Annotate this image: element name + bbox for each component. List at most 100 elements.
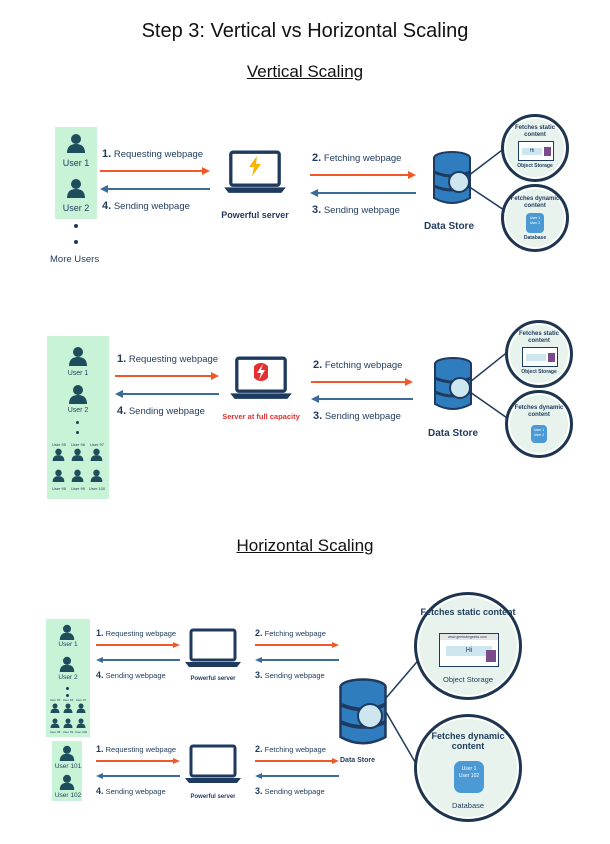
circle-title: Fetches static content (420, 607, 516, 617)
user-label: User 2 (58, 674, 78, 681)
arrow-label-sending: 3. Sending webpage (255, 786, 325, 796)
image-thumb (548, 353, 555, 362)
arrow-left-blue (115, 390, 219, 398)
arrow-label-requesting: 1. Requesting webpage (96, 744, 176, 754)
user-icon (76, 718, 86, 728)
server-label: Powerful server (190, 676, 236, 682)
circle-caption: Object Storage (521, 369, 557, 375)
user-label: User 98 (51, 486, 66, 491)
static-content-circle: Fetches static content www.geeksforgeeks… (414, 592, 522, 700)
user-icon (50, 718, 60, 728)
arrow-right-orange (310, 171, 416, 179)
db-row: User 2 (529, 221, 541, 225)
ellipsis-dot (74, 224, 78, 228)
laptop-icon (183, 628, 243, 668)
arrow-label-fetching: 2. Fetching webpage (312, 152, 401, 164)
db-row: User 2 (533, 433, 545, 437)
page-title: Step 3: Vertical vs Horizontal Scaling (141, 20, 469, 42)
user-label: User 97 (75, 698, 87, 702)
step-number: 4. (102, 200, 112, 212)
arrow-label-sending: 4. Sending webpage (96, 670, 166, 680)
arrow-right-orange (115, 372, 219, 380)
user-label: User 98 (49, 730, 61, 734)
arrow-text: Sending webpage (323, 205, 400, 216)
arrow-right-orange (255, 758, 339, 764)
arrow-right-orange (311, 378, 413, 386)
user-icon (76, 703, 86, 713)
data-store-label: Data Store (424, 221, 475, 232)
step-number: 2. (312, 152, 322, 164)
user-icon (90, 469, 103, 482)
user-icon (66, 178, 86, 198)
dynamic-content-circle: Fetches dynamic content User 1 User 2 (505, 390, 573, 458)
user-icon (71, 448, 84, 461)
dynamic-content-circle: Fetches dynamic content User 1 User 2 Da… (501, 184, 569, 252)
webpage-thumbnail (522, 347, 558, 367)
step-number: 1. (96, 744, 104, 754)
pie-icon (357, 703, 383, 729)
arrow-label-fetching: 2. Fetching webpage (313, 359, 402, 371)
user-label: User 95 (49, 698, 61, 702)
content-block (526, 354, 546, 361)
server-label: Powerful server (190, 794, 236, 800)
arrow-text: Fetching webpage (323, 153, 402, 164)
lightning-icon (254, 363, 268, 381)
arrow-text: Sending webpage (264, 787, 325, 796)
vertical-scaling-heading: Vertical Scaling (246, 62, 364, 81)
circle-title: Fetches dynamic content (514, 405, 564, 418)
user-label: User 99 (70, 486, 85, 491)
arrow-text: Requesting webpage (105, 745, 177, 754)
step-number: 4. (117, 405, 127, 417)
step-number: 3. (255, 786, 263, 796)
user-icon (50, 703, 60, 713)
arrow-label-sending: 4. Sending webpage (102, 200, 190, 212)
arrow-label-fetching: 2. Fetching webpage (255, 628, 326, 638)
url-bar: www.geeksforgeeks.com (440, 634, 498, 640)
user-label: User 97 (89, 442, 104, 447)
arrow-text: Requesting webpage (128, 354, 219, 365)
pie-icon (449, 377, 471, 399)
user-icon (59, 624, 75, 640)
arrow-label-sending: 4. Sending webpage (96, 786, 166, 796)
user-label: User 2 (62, 203, 90, 213)
arrow-text: Requesting webpage (113, 149, 204, 160)
step-number: 4. (96, 786, 104, 796)
db-row: User 1 (529, 216, 541, 220)
user-icon (63, 703, 73, 713)
arrow-text: Fetching webpage (324, 360, 403, 371)
ellipsis-dot (66, 687, 69, 690)
circle-caption: Database (451, 801, 485, 810)
dynamic-content-circle: Fetches dynamic content User 1 User 102 … (414, 714, 522, 822)
arrow-right-orange (100, 167, 210, 175)
user-label: User 100 (88, 486, 106, 491)
static-content-circle: Fetches static content Hi Object Storage (501, 114, 569, 182)
user-label: User 95 (51, 442, 66, 447)
arrow-text: Sending webpage (324, 411, 401, 422)
arrow-label-sending: 3. Sending webpage (312, 204, 400, 216)
user-label: User 102 (54, 792, 82, 799)
arrow-text: Requesting webpage (105, 629, 177, 638)
user-icon (68, 384, 88, 404)
more-users-label: More Users (50, 254, 100, 265)
user-icon (68, 346, 88, 366)
webpage-thumbnail: www.geeksforgeeks.com Hi (439, 633, 499, 667)
step-number: 2. (255, 744, 263, 754)
user-icon (52, 448, 65, 461)
static-content-circle: Fetches static content Object Storage (505, 320, 573, 388)
arrow-left-blue (255, 657, 339, 663)
circle-caption: Object Storage (442, 675, 494, 684)
user-label: User 96 (70, 442, 85, 447)
user-label: User 100 (74, 730, 88, 734)
user-icon (52, 469, 65, 482)
arrow-label-sending: 3. Sending webpage (255, 670, 325, 680)
circle-title: Fetches dynamic content (431, 731, 505, 751)
arrow-left-blue (96, 773, 180, 779)
ellipsis-dot (66, 694, 69, 697)
user-label: User 1 (58, 641, 78, 648)
data-store-label: Data Store (428, 428, 479, 439)
arrow-left-blue (96, 657, 180, 663)
arrow-text: Sending webpage (105, 787, 166, 796)
lightning-icon (249, 156, 261, 176)
database-cylinder: User 1 User 2 (526, 213, 544, 233)
circle-title: Fetches dynamic content (510, 196, 560, 209)
